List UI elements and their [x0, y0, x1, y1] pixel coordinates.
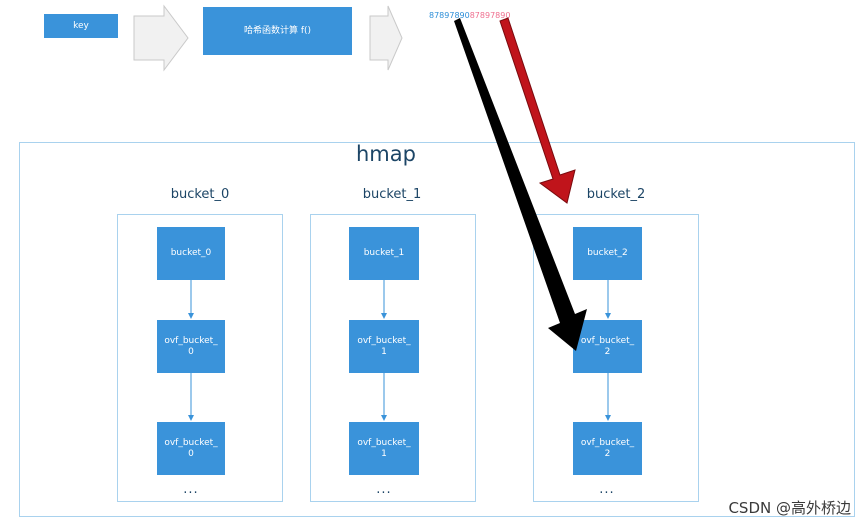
bucket-0-overflow-2-label: ovf_bucket_ 0 — [164, 437, 218, 459]
bucket-1-dots: ... — [376, 482, 392, 497]
bucket-2-title: bucket_2 — [586, 187, 646, 202]
pipeline-arrow-1-icon — [133, 4, 189, 72]
bucket-2-overflow-1: ovf_bucket_ 2 — [573, 320, 642, 373]
bucket-2-frame — [533, 214, 699, 502]
hmap-container — [19, 142, 855, 517]
bucket-0-dots: ... — [183, 482, 199, 497]
bucket-2-head: bucket_2 — [573, 227, 642, 280]
hmap-title: hmap — [356, 142, 416, 166]
pipeline-arrow-2-icon — [369, 5, 403, 71]
hash-value-part1: 87897890 — [429, 11, 470, 20]
key-label: key — [73, 20, 89, 31]
hash-value: 8789789087897890 — [429, 11, 510, 20]
bucket-0-overflow-1-label: ovf_bucket_ 0 — [164, 335, 218, 357]
bucket-1-overflow-2: ovf_bucket_ 1 — [349, 422, 419, 475]
bucket-0-title: bucket_0 — [170, 187, 230, 202]
key-box: key — [44, 14, 118, 38]
bucket-1-overflow-1-label: ovf_bucket_ 1 — [357, 335, 411, 357]
bucket-0-head: bucket_0 — [157, 227, 225, 280]
bucket-2-dots: ... — [599, 482, 615, 497]
bucket-2-overflow-2-label: ovf_bucket_ 2 — [580, 437, 635, 459]
watermark: CSDN @高外桥边 — [728, 499, 851, 517]
bucket-1-head-label: bucket_1 — [363, 248, 405, 258]
bucket-0-overflow-2: ovf_bucket_ 0 — [157, 422, 225, 475]
black-tophash-arrow-icon — [454, 18, 587, 351]
bucket-2-overflow-2: ovf_bucket_ 2 — [573, 422, 642, 475]
bucket-1-overflow-2-label: ovf_bucket_ 1 — [357, 437, 411, 459]
bucket-0-overflow-1: ovf_bucket_ 0 — [157, 320, 225, 373]
bucket-1-head: bucket_1 — [349, 227, 419, 280]
hash-function-label: 哈希函数计算 f() — [243, 25, 312, 36]
bucket-1-frame — [310, 214, 476, 502]
hash-function-box: 哈希函数计算 f() — [203, 7, 352, 55]
bucket-0-head-label: bucket_0 — [170, 248, 212, 258]
bucket-1-title: bucket_1 — [362, 187, 422, 202]
bucket-2-head-label: bucket_2 — [587, 248, 628, 258]
bucket-1-overflow-1: ovf_bucket_ 1 — [349, 320, 419, 373]
bucket-0-frame — [117, 214, 283, 502]
bucket-2-overflow-1-label: ovf_bucket_ 2 — [580, 335, 635, 357]
red-bucket-selection-arrow-icon — [499, 17, 576, 204]
hash-value-part2: 87897890 — [469, 11, 511, 20]
